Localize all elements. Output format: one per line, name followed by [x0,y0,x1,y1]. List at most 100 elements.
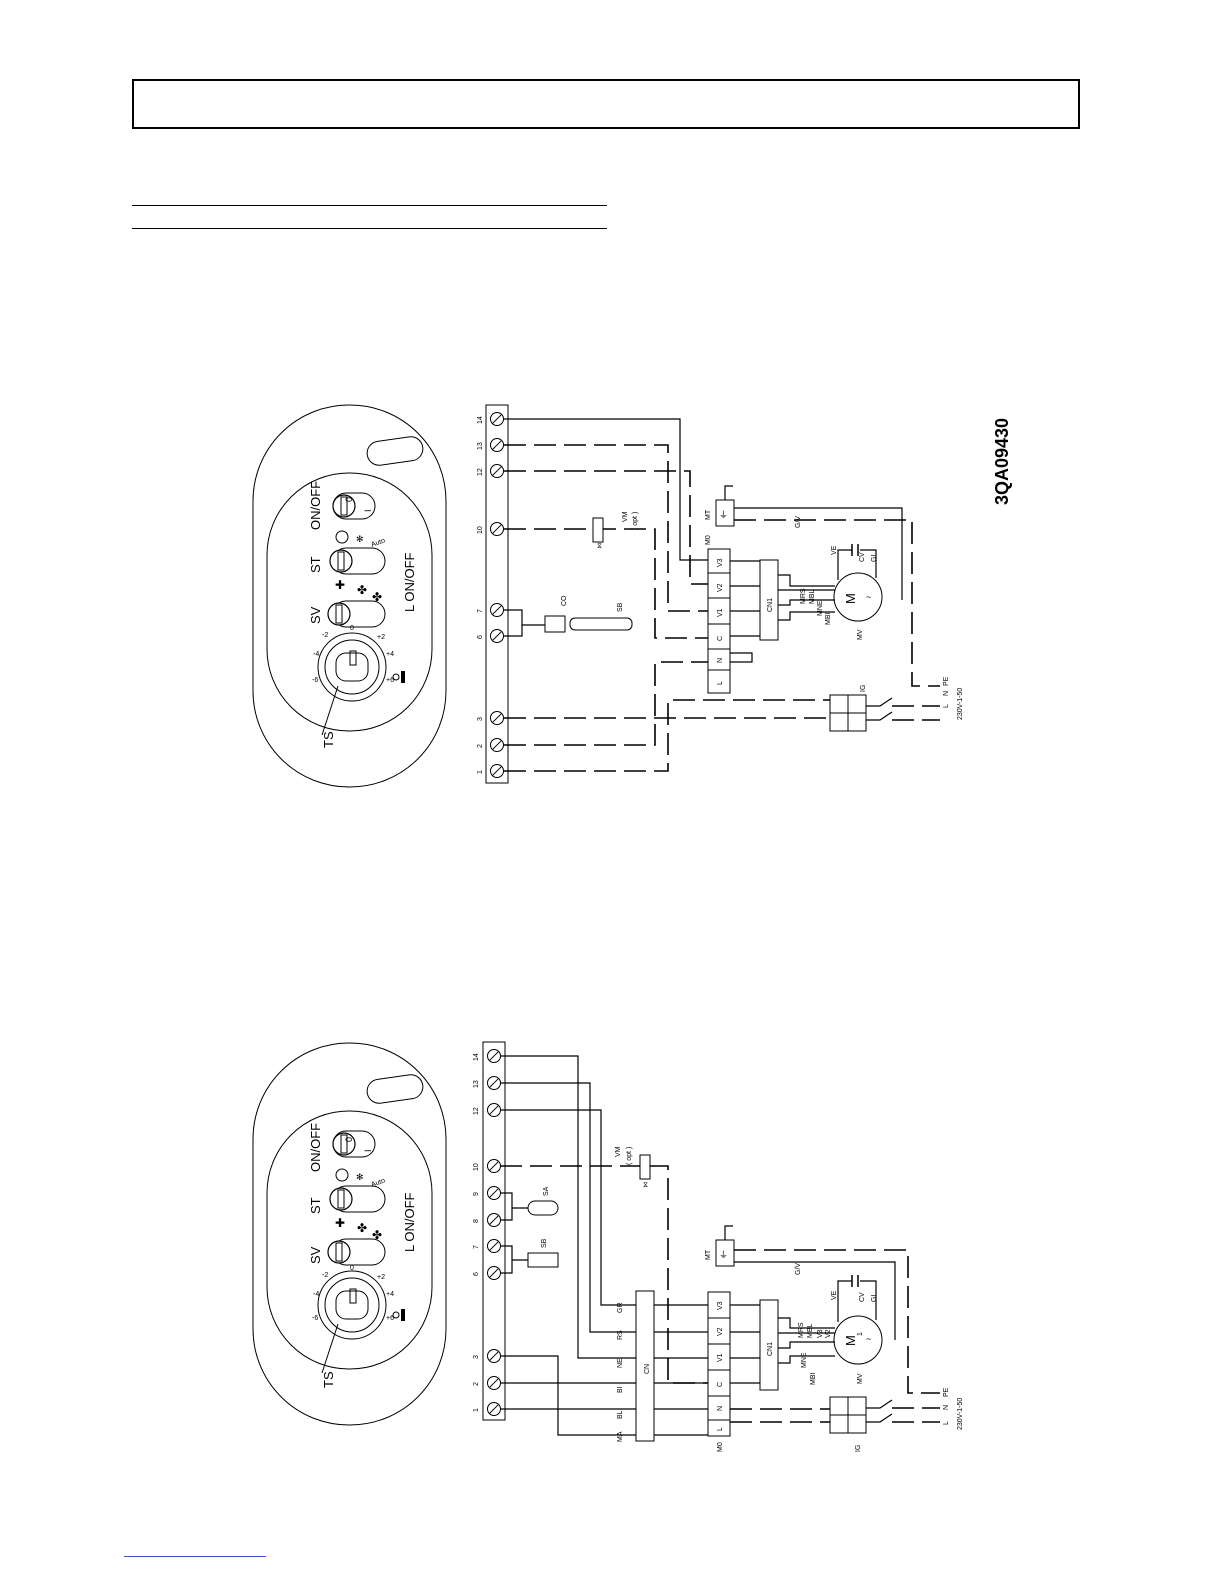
bottom-sa-label: SA [543,1186,550,1196]
bottom-supply-label: 230V-1-50 [957,1398,964,1430]
bottom-block-n: N [717,1406,724,1411]
bottom-auto-label: Auto [370,1177,386,1189]
top-terminal-10: 10 [477,526,484,534]
bottom-terminal-9: 9 [473,1192,480,1196]
top-scale-p6: +6 [386,677,394,684]
bottom-block-v2: V2 [717,1327,724,1336]
bottom-terminal-12: 12 [473,1107,480,1115]
bottom-vm-label: VM [615,1146,622,1157]
top-mrs: MRS [800,588,807,604]
top-mbi: MBI [825,613,832,626]
bottom-motor-m: M [843,1335,858,1346]
bottom-mbi: MBI [810,1373,817,1386]
top-l-on-off-label: L ON/OFF [402,552,417,612]
svg-text:⏚: ⏚ [719,1250,728,1260]
bottom-on-off-label: ON/OFF [308,1123,323,1172]
bottom-wire-v2: V2 [825,1329,832,1338]
bottom-scale-p4: +4 [386,1291,394,1298]
bottom-ma: MA [617,1431,624,1442]
bottom-terminal-1: 1 [473,1408,480,1412]
heading-rule-top [132,205,607,206]
top-sv-label: SV [308,606,323,624]
top-motor-terminal-block [707,548,731,694]
top-scale-m4: -4 [313,651,319,658]
top-n-label: N [943,691,950,696]
top-sb-label: SB [617,602,624,612]
top-cv-label: CV [859,552,866,562]
top-mv-label: MV [857,629,864,640]
bottom-scale-m2: -2 [322,1272,328,1279]
top-terminal-1: 1 [477,770,484,774]
heading-rule-bottom [132,228,607,229]
bottom-mne: MNE [801,1352,808,1368]
svg-text:~: ~ [866,592,871,602]
bottom-one-label: I [363,1149,373,1152]
bottom-mrs: MRS [798,1322,805,1338]
bottom-sv-label: SV [308,1246,323,1264]
bottom-scale-p6: +6 [386,1315,394,1322]
svg-text:⧖: ⧖ [597,543,602,550]
bottom-ne: NE [617,1358,624,1368]
bottom-wire-v3: V3 [817,1329,824,1338]
svg-text:~: ~ [866,1334,871,1344]
top-motor-symbol [833,572,883,622]
top-terminal-14: 14 [477,416,484,424]
bottom-bl: BL [617,1410,624,1419]
footer-link-underline [124,1556,266,1557]
bottom-scale-0: 0 [350,1265,354,1272]
bottom-sb-label: SB [541,1238,548,1248]
bottom-scale-m6: -6 [312,1315,318,1322]
top-terminal-2: 2 [477,744,484,748]
bottom-scale-p2: +2 [377,1274,385,1281]
bottom-block-v1: V1 [717,1353,724,1362]
bottom-motor-terminal-block [707,1291,731,1437]
top-terminal-strip [485,404,509,784]
title-box [132,79,1080,129]
bottom-gr: GR [617,1303,624,1314]
top-block-l: L [717,681,724,685]
top-gi-label: GI [871,555,878,562]
top-opt-label: ( opt ) [632,512,639,530]
top-terminal-7: 7 [477,609,484,613]
svg-text:⧖: ⧖ [643,1182,648,1189]
top-mt-label: MT [705,509,712,520]
top-zero-label: 0 [344,497,354,502]
top-st-label: ST [308,556,323,573]
top-ve-label: VE [831,545,838,555]
bottom-gv-label: G/V [795,1263,802,1275]
top-motor-m: M [843,593,858,604]
bottom-block-l: L [717,1427,724,1431]
top-mne: MNE [817,600,824,616]
top-scale-p4: +4 [386,651,394,658]
bottom-terminal-10: 10 [473,1163,480,1171]
bottom-ve-label: VE [831,1290,838,1300]
bottom-mv-label: MV [857,1373,864,1384]
top-block-n: N [717,658,724,663]
top-mbl: MBL [809,590,816,605]
bottom-terminal-strip [482,1041,506,1421]
top-ts-label: TS [321,731,336,748]
bottom-block-c: C [717,1382,724,1387]
bottom-terminal-2: 2 [473,1382,480,1386]
top-terminal-3: 3 [477,717,484,721]
top-co-label: CO [561,595,568,606]
bottom-m0-label: M0 [717,1442,724,1452]
bottom-zero-label: 0 [344,1137,354,1142]
drawing-code: 3QA09430 [992,418,1012,505]
top-wiring-diagram: ON/OFF ST SV TS L ON/OFF 0 I Auto -6 -4 … [253,404,1012,787]
top-m0-label: M0 [705,535,712,545]
bottom-st-label: ST [308,1197,323,1214]
bottom-opt-label: ( opt ) [626,1147,633,1165]
bottom-terminal-7: 7 [473,1245,480,1249]
top-one-label: I [363,509,373,512]
bottom-bi: BI [617,1386,624,1393]
bottom-terminal-6: 6 [473,1272,480,1276]
top-scale-p2: +2 [377,634,385,641]
bottom-cv-label: CV [859,1292,866,1302]
top-block-c: C [717,636,724,641]
top-cn1-label: CN1 [767,598,774,612]
bottom-pe-label: PE [943,1387,950,1397]
bottom-mbl: MBL [807,1324,814,1339]
bottom-l-label: L [943,1421,950,1425]
